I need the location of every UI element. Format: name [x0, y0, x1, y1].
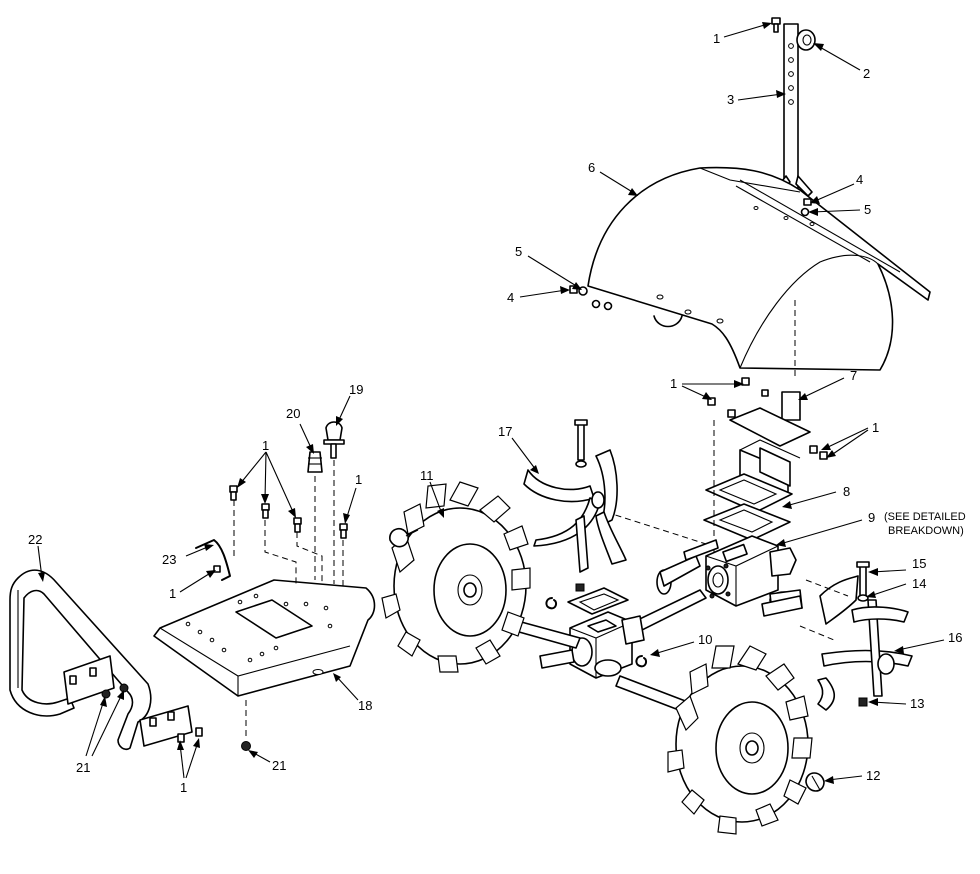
tine-shield — [587, 166, 931, 371]
callout-11: 11 — [420, 468, 434, 483]
hitch-pin-right — [805, 772, 825, 792]
callout-9: 9 — [868, 510, 875, 525]
retaining-ring-left — [545, 597, 558, 610]
shield-bracket — [729, 391, 811, 497]
handle-bolts-nuts — [69, 667, 203, 743]
callout-21: 21 — [76, 760, 90, 775]
plate-nut-21 — [241, 741, 251, 751]
tine-bolt-15 — [856, 561, 870, 597]
callout-6: 6 — [588, 160, 595, 175]
leader-lines — [37, 22, 945, 784]
tine-assembly-left — [523, 419, 627, 573]
callout-10: 10 — [698, 632, 712, 647]
handle-bar — [9, 569, 193, 751]
shield-bolt-4a — [803, 198, 812, 206]
callout-15: 15 — [912, 556, 926, 571]
left-gearbox — [539, 611, 645, 679]
callout-1: 1 — [713, 31, 720, 46]
plate-bolts — [213, 485, 348, 573]
bracket-bolts — [707, 377, 828, 460]
callout-8: 8 — [843, 484, 850, 499]
callout-1: 1 — [169, 586, 176, 601]
bolt-20 — [307, 451, 323, 473]
callout-2: 2 — [863, 66, 870, 81]
tine-assembly-right — [817, 575, 913, 711]
knob — [796, 29, 816, 51]
callout-21: 21 — [272, 758, 286, 773]
handle-mount-plate — [153, 579, 376, 697]
callout-19: 19 — [349, 382, 363, 397]
wheel-right — [667, 645, 813, 835]
callout-5: 5 — [515, 244, 522, 259]
wheel-left — [381, 481, 531, 673]
callout-1: 1 — [355, 472, 362, 487]
knob-19 — [323, 421, 345, 459]
retaining-ring-10 — [635, 655, 648, 668]
tine-nut-13 — [858, 697, 868, 707]
callout-13: 13 — [910, 696, 924, 711]
callout-3: 3 — [727, 92, 734, 107]
shield-bolt-5b — [578, 286, 601, 309]
callout-18: 18 — [358, 698, 372, 713]
callout-20: 20 — [286, 406, 300, 421]
callout-1: 1 — [262, 438, 269, 453]
callout-4: 4 — [856, 172, 863, 187]
callout-1: 1 — [670, 376, 677, 391]
callout-12: 12 — [866, 768, 880, 783]
plate-dashed-lines — [233, 460, 344, 738]
tine-nut-left — [575, 583, 585, 592]
callout-23: 23 — [162, 552, 176, 567]
callout-1: 1 — [872, 420, 879, 435]
breakdown-note-line2: BREAKDOWN) — [888, 525, 964, 537]
left-gasket — [567, 587, 629, 615]
gearbox-gasket — [703, 473, 793, 541]
axle-shaft-right — [683, 539, 719, 561]
right-stub-axle — [761, 595, 803, 617]
bolt-top — [771, 17, 781, 33]
callout-22: 22 — [28, 532, 42, 547]
callout-labels: 1 2 3 4 5 6 5 4 1 7 1 17 11 8 9 19 20 1 … — [28, 31, 966, 795]
breakdown-note-line1: (SEE DETAILED — [884, 511, 966, 523]
callout-4: 4 — [507, 290, 514, 305]
callout-16: 16 — [948, 630, 962, 645]
hitch-pin-left — [389, 528, 419, 548]
callout-17: 17 — [498, 424, 512, 439]
callout-5: 5 — [864, 202, 871, 217]
callout-1: 1 — [180, 780, 187, 795]
callout-14: 14 — [912, 576, 926, 591]
shield-nut-5a — [800, 207, 810, 217]
cable-guide-23 — [195, 539, 231, 581]
callout-7: 7 — [850, 368, 857, 383]
tine-washer-14 — [857, 594, 869, 602]
